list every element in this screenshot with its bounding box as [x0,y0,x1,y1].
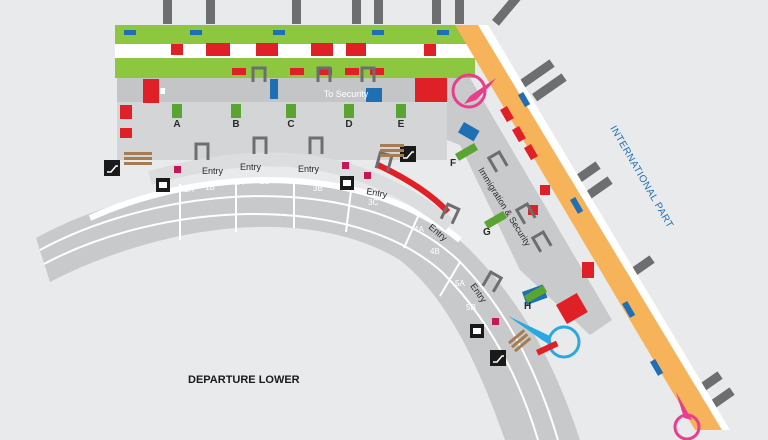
immigration-letters: F G H [450,158,531,312]
international-corridor [455,25,722,430]
security-gates [251,66,376,82]
row-4b: 4B [430,247,440,256]
to-security-label: To Security [324,89,369,99]
immigration-scanners [455,143,548,303]
entry-label-3: Entry [298,164,320,174]
check-in-dividers [179,178,461,297]
row-2a: 2A [234,178,244,187]
row-3a: 3A [288,177,298,186]
zone-letters: A B C D E [173,119,404,130]
row-2b: 2B [260,177,270,186]
check-in-strip [148,152,455,231]
row-5a: 5A [455,279,465,288]
location-marker-icon [508,316,581,359]
elevator-icon [470,324,484,338]
location-marker-icon [673,392,701,440]
row-3b: 3B [313,184,323,193]
gate-stubs-top [163,0,464,24]
elevator-icon [156,178,170,192]
escalator-icon [490,350,506,366]
zone-b-label: B [232,119,239,130]
zone-a-label: A [173,119,180,130]
entry-label-2: Entry [240,162,262,172]
entry-label-4: Entry [366,186,389,200]
corridor-edge [478,25,730,430]
immigration-gates [486,150,553,253]
row-3c: 3C [368,198,378,207]
zone-d-label: D [345,119,352,130]
zone-g-label: G [483,227,491,238]
departure-road [36,177,580,440]
stairs-markers [124,144,532,353]
zone-f-label: F [450,158,456,169]
pier-shops [124,30,449,75]
location-marker-icon [451,73,496,109]
zone-e-label: E [398,119,405,130]
zone-h-label: H [524,301,531,312]
bottom-shop [536,340,559,356]
elevator-icon [340,176,354,190]
entry-gates [194,136,504,293]
info-points [174,162,499,325]
escalator-icon [104,160,120,176]
row-5b: 5B [466,303,476,312]
zone-scanners [172,104,406,118]
row-4a: 4A [414,225,424,234]
row-1b: 1B [205,183,215,192]
zone-c-label: C [287,119,294,130]
check-in-row-labels: 1A 1B 2A 2B 3A 3B 3C 4A 4B 5A 5B [184,177,476,312]
entry-label-1: Entry [202,166,224,176]
row-1a: 1A [184,185,194,194]
departure-lower-label: DEPARTURE LOWER [188,374,300,386]
